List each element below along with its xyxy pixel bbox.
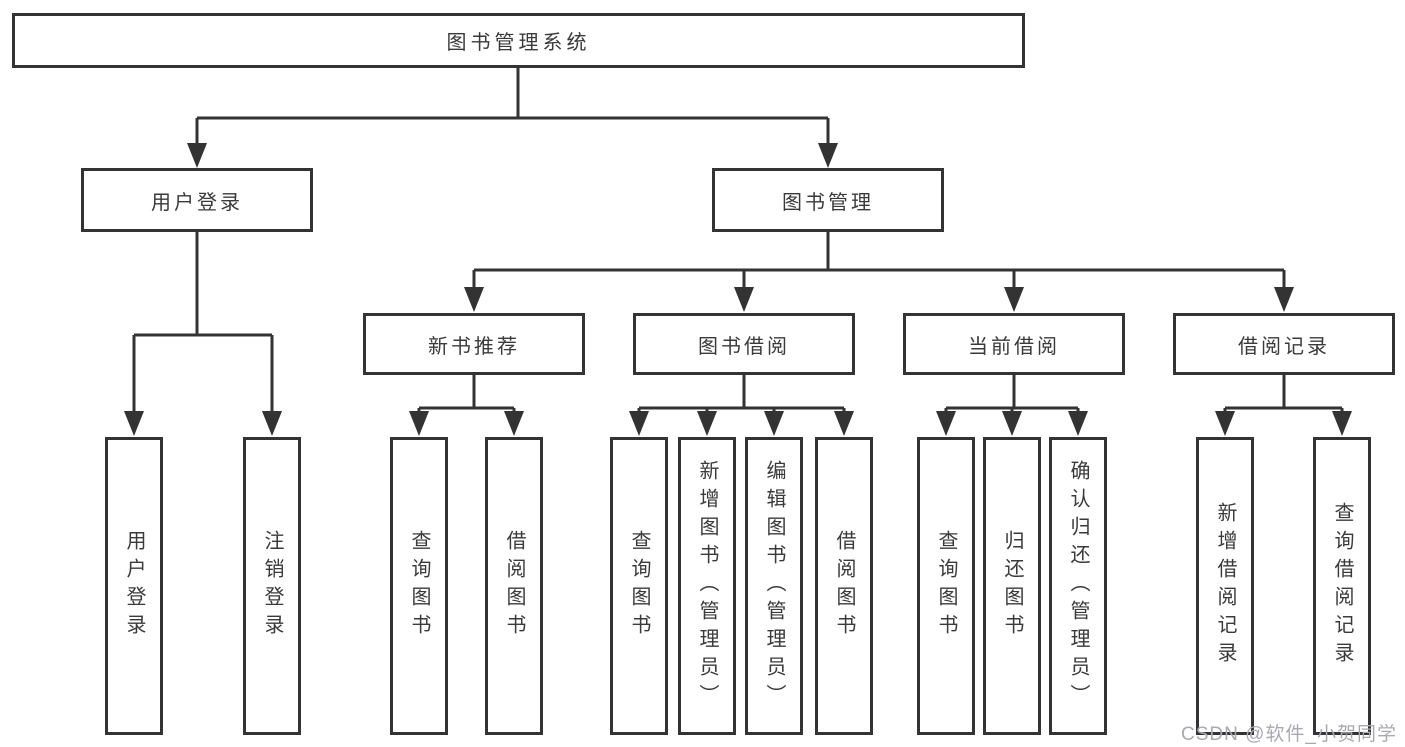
node-label: 确认归还（管理员） [1067,460,1089,712]
node-cb-return-books: 归还图书 [983,437,1041,735]
node-cb-confirm-return-admin: 确认归还（管理员） [1049,437,1107,735]
connector-borrow-records-to-leaves [1223,375,1344,414]
node-bb-borrow-books: 借阅图书 [815,437,873,735]
node-nb-borrow-books: 借阅图书 [485,437,543,735]
connector-user-login-to-leaves [132,232,274,414]
node-label: 编辑图书（管理员） [763,460,785,712]
node-label: 归还图书 [1001,530,1023,642]
node-label: 注销登录 [261,530,283,642]
connector-book-management-to-level3 [472,232,1286,290]
node-bb-query-books: 查询图书 [610,437,668,735]
node-label: 新增借阅记录 [1214,502,1236,670]
node-label: 查询图书 [935,530,957,642]
node-label: 借阅图书 [503,530,525,642]
node-br-query-record: 查询借阅记录 [1313,437,1371,735]
node-label: 查询图书 [408,530,430,642]
node-borrow-records: 借阅记录 [1173,313,1395,375]
connector-new-book-to-leaves [417,375,516,414]
node-book-management: 图书管理 [712,168,944,232]
node-bb-add-books-admin: 新增图书（管理员） [678,437,736,735]
node-bb-edit-books-admin: 编辑图书（管理员） [745,437,803,735]
csdn-watermark: CSDN @软件_小贺同学 [1181,724,1397,745]
node-label: 用户登录 [123,530,145,642]
node-new-book-recommend: 新书推荐 [363,313,585,375]
node-logout-action: 注销登录 [243,437,301,735]
connector-book-borrow-to-leaves [637,375,846,414]
connector-root-to-level2 [195,68,830,146]
node-label: 借阅图书 [833,530,855,642]
node-br-add-record: 新增借阅记录 [1196,437,1254,735]
node-label: 查询图书 [628,530,650,642]
node-label: 查询借阅记录 [1331,502,1353,670]
node-nb-query-books: 查询图书 [390,437,448,735]
node-book-borrowing: 图书借阅 [633,313,855,375]
node-cb-query-books: 查询图书 [917,437,975,735]
node-current-borrowing: 当前借阅 [903,313,1125,375]
node-user-login-action: 用户登录 [105,437,163,735]
node-label: 新增图书（管理员） [696,460,718,712]
node-user-login: 用户登录 [81,168,313,232]
connector-current-borrow-to-leaves [944,375,1080,414]
node-library-management-system: 图书管理系统 [12,13,1025,68]
